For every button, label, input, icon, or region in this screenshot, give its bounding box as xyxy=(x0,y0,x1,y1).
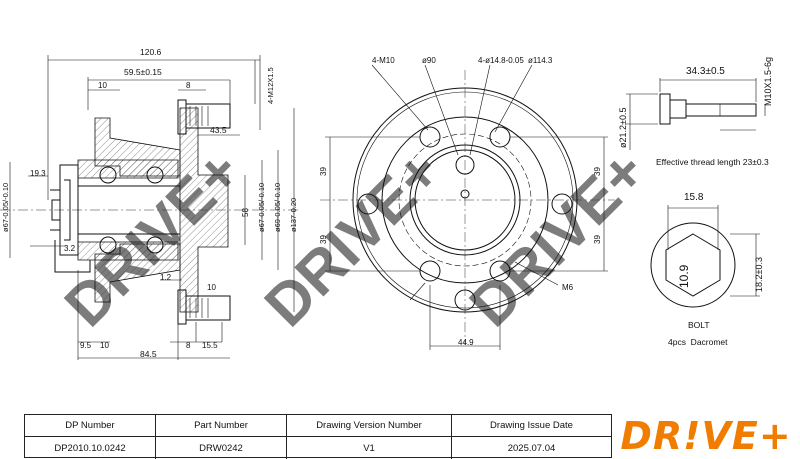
callout-4-m10: 4-M10 xyxy=(372,56,395,65)
bolt-caption: BOLT xyxy=(688,320,710,330)
side-section-view: 120.6 59.5±0.15 10 8 4-M12X1.5 43.5 19.3… xyxy=(0,47,300,360)
brand-logo: DR!VE+ xyxy=(615,414,797,458)
dim-side-stud-thread: 4-M12X1.5 xyxy=(266,67,275,104)
dim-front-39-right-bottom: 39 xyxy=(593,235,602,244)
dim-front-39-left-bottom: 39 xyxy=(319,235,328,244)
header-dp-number: DP Number xyxy=(25,415,156,437)
title-block: DP Number Part Number Drawing Version Nu… xyxy=(24,414,612,459)
dim-side-dia137: ø137-0.20 xyxy=(289,198,298,232)
bolt-head-marking: 10.9 xyxy=(677,264,691,288)
header-issue-date: Drawing Issue Date xyxy=(452,415,611,437)
callout-dia114-3: ø114.3 xyxy=(528,56,553,65)
callout-m6: M6 xyxy=(562,283,574,292)
value-issue-date: 2025.07.04 xyxy=(507,442,556,454)
front-view: 4-M10 ø90 4-ø14.8-0.05 ø114.3 39 39 39 3… xyxy=(319,56,615,350)
dim-side-dia69: ø69-0.05/-0.10 xyxy=(273,183,282,232)
dim-side-19-3: 19.3 xyxy=(30,169,46,178)
dim-side-1-2: 1.2 xyxy=(160,273,172,282)
dim-side-8-top: 8 xyxy=(186,81,191,90)
dim-bolt-thread: M10X1.5-6g xyxy=(763,57,773,106)
watermark-2: DRIVE+ xyxy=(252,137,454,339)
dim-side-10-bottom: 10 xyxy=(100,341,109,350)
header-part-number: Part Number xyxy=(156,415,287,437)
dim-side-8-bottom: 8 xyxy=(186,341,191,350)
dim-front-39-right-top: 39 xyxy=(593,167,602,176)
dim-side-3-2: 3.2 xyxy=(64,244,76,253)
dim-side-9-5: 9.5 xyxy=(80,341,92,350)
dim-side-total-width: 120.6 xyxy=(140,47,162,57)
dim-bolt-hex-height: 18.2±0.3 xyxy=(754,257,764,292)
brand-logo-text: DR!VE+ xyxy=(620,414,792,458)
technical-drawing: DRIVE+ DRIVE+ DRIVE+ xyxy=(0,47,773,360)
bolt-thread-note: Effective thread length 23±0.3 xyxy=(656,157,769,167)
dim-bolt-head-dia: ø21.2±0.5 xyxy=(618,108,628,148)
dim-side-offset: 59.5±0.15 xyxy=(124,67,162,77)
dim-side-15-5: 15.5 xyxy=(202,341,218,350)
bolt-detail: 34.3±0.5 M10X1.5-6g ø21.2±0.5 Effective … xyxy=(618,57,773,347)
dim-side-58: 58 xyxy=(241,208,250,217)
dim-front-39-left-top: 39 xyxy=(319,167,328,176)
dim-side-dia67-right: ø67-0.05/-0.10 xyxy=(257,183,266,232)
dim-side-84-5: 84.5 xyxy=(140,349,157,359)
value-dp-number: DP2010.10.0242 xyxy=(25,437,156,459)
dim-bolt-length: 34.3±0.5 xyxy=(686,66,725,77)
dim-side-10-mid: 10 xyxy=(207,283,216,292)
header-drawing-version: Drawing Version Number xyxy=(287,415,452,437)
dim-side-dia67-left: ø67-0.05/-0.10 xyxy=(1,183,10,232)
dim-bolt-hex-width: 15.8 xyxy=(684,192,704,203)
value-drawing-version: V1 xyxy=(287,437,452,459)
value-part-number: DRW0242 xyxy=(156,437,287,459)
dim-front-44-9: 44.9 xyxy=(458,338,474,347)
dim-side-43-5: 43.5 xyxy=(210,125,227,135)
callout-4-dia14-8: 4-ø14.8-0.05 xyxy=(478,56,524,65)
watermark-3: DRIVE+ xyxy=(457,137,659,339)
bolt-quantity: 4pcs Dacromet xyxy=(668,337,728,347)
dim-side-10-top: 10 xyxy=(98,81,107,90)
callout-dia90: ø90 xyxy=(422,56,436,65)
